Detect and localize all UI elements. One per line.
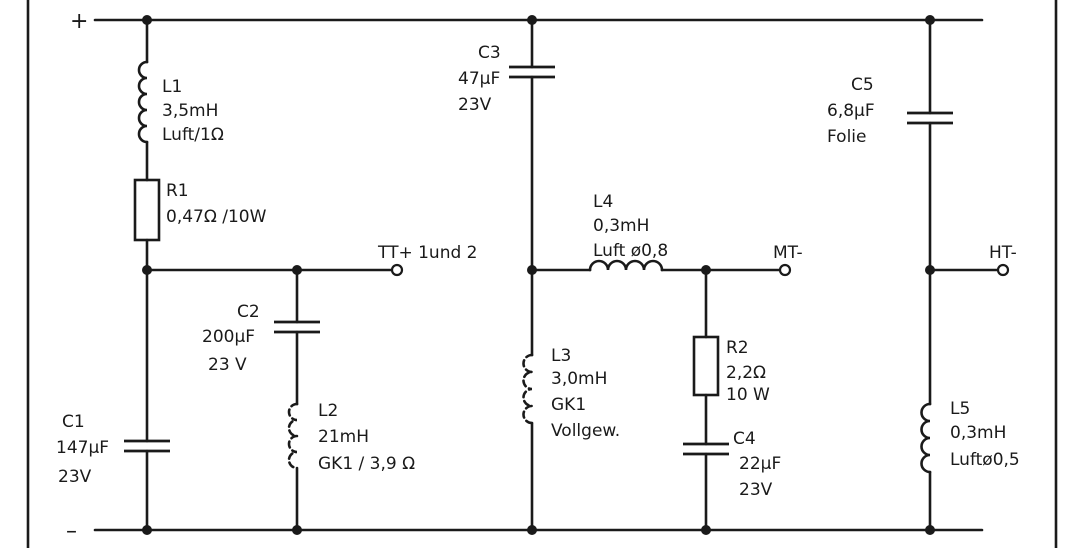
junction-dot: [925, 15, 935, 25]
junction-dot: [925, 525, 935, 535]
junction-dot: [292, 525, 302, 535]
L3-note: Vollgew.: [551, 421, 620, 441]
plus-rail-label: +: [70, 9, 88, 34]
C5-name: C5: [851, 75, 874, 95]
junction-dot: [527, 15, 537, 25]
L1-value: 3,5mH: [162, 101, 218, 121]
mt-terminal[interactable]: [778, 263, 792, 277]
C2-voltage: 23 V: [208, 355, 247, 375]
C4-value: 22µF: [739, 454, 781, 474]
L3-value: 3,0mH: [551, 369, 607, 389]
R2-resistor: [692, 335, 720, 397]
L1-name: L1: [162, 77, 182, 97]
L2-inductor: [287, 402, 299, 470]
junction-dot: [527, 525, 537, 535]
L2-name: L2: [318, 401, 338, 421]
C3-voltage: 23V: [458, 95, 492, 115]
C3-name: C3: [478, 43, 501, 63]
junction-dot: [142, 15, 152, 25]
R2-power: 10 W: [726, 385, 770, 405]
C5-value: 6,8µF: [827, 101, 875, 121]
junction-dot: [925, 265, 935, 275]
L1-note: Luft/1Ω: [162, 125, 224, 145]
L3-inductor: [522, 353, 534, 425]
ht-terminal[interactable]: [996, 263, 1010, 277]
C1-value: 147µF: [56, 438, 109, 458]
C3-value: 47µF: [458, 69, 500, 89]
L2-note: GK1 / 3,9 Ω: [318, 454, 415, 474]
junction-dot: [701, 265, 711, 275]
L1-inductor: [137, 60, 149, 144]
junction-dot: [701, 525, 711, 535]
mt-label: MT-: [773, 243, 803, 263]
tt-terminal[interactable]: [390, 263, 404, 277]
C1-name: C1: [62, 412, 85, 432]
C5-note: Folie: [827, 127, 866, 147]
junction-dot: [142, 265, 152, 275]
L5-inductor: [920, 402, 932, 474]
R2-value: 2,2Ω: [726, 363, 766, 383]
C1-voltage: 23V: [58, 467, 92, 487]
L4-note: Luft ø0,8: [593, 241, 668, 261]
L3-core: GK1: [551, 395, 586, 415]
R2-name: R2: [726, 338, 749, 358]
C2-name: C2: [237, 302, 260, 322]
ht-label: HT-: [989, 243, 1017, 263]
C4-name: C4: [733, 429, 756, 449]
C4-voltage: 23V: [739, 480, 773, 500]
L2-value: 21mH: [318, 427, 369, 447]
junction-dot: [527, 265, 537, 275]
tt-label: TT+ 1und 2: [377, 243, 478, 263]
L4-name: L4: [593, 192, 613, 212]
L4-inductor: [588, 259, 664, 272]
R1-name: R1: [166, 181, 189, 201]
R1-resistor: [133, 178, 161, 242]
junction-dot: [292, 265, 302, 275]
L5-note: Luftø0,5: [950, 450, 1020, 470]
C2-value: 200µF: [202, 327, 255, 347]
L3-name: L3: [551, 346, 571, 366]
minus-rail-label: –: [66, 519, 77, 544]
L5-name: L5: [950, 399, 970, 419]
L5-value: 0,3mH: [950, 423, 1006, 443]
R1-value: 0,47Ω /10W: [166, 207, 267, 227]
L4-value: 0,3mH: [593, 216, 649, 236]
junction-dot: [142, 525, 152, 535]
